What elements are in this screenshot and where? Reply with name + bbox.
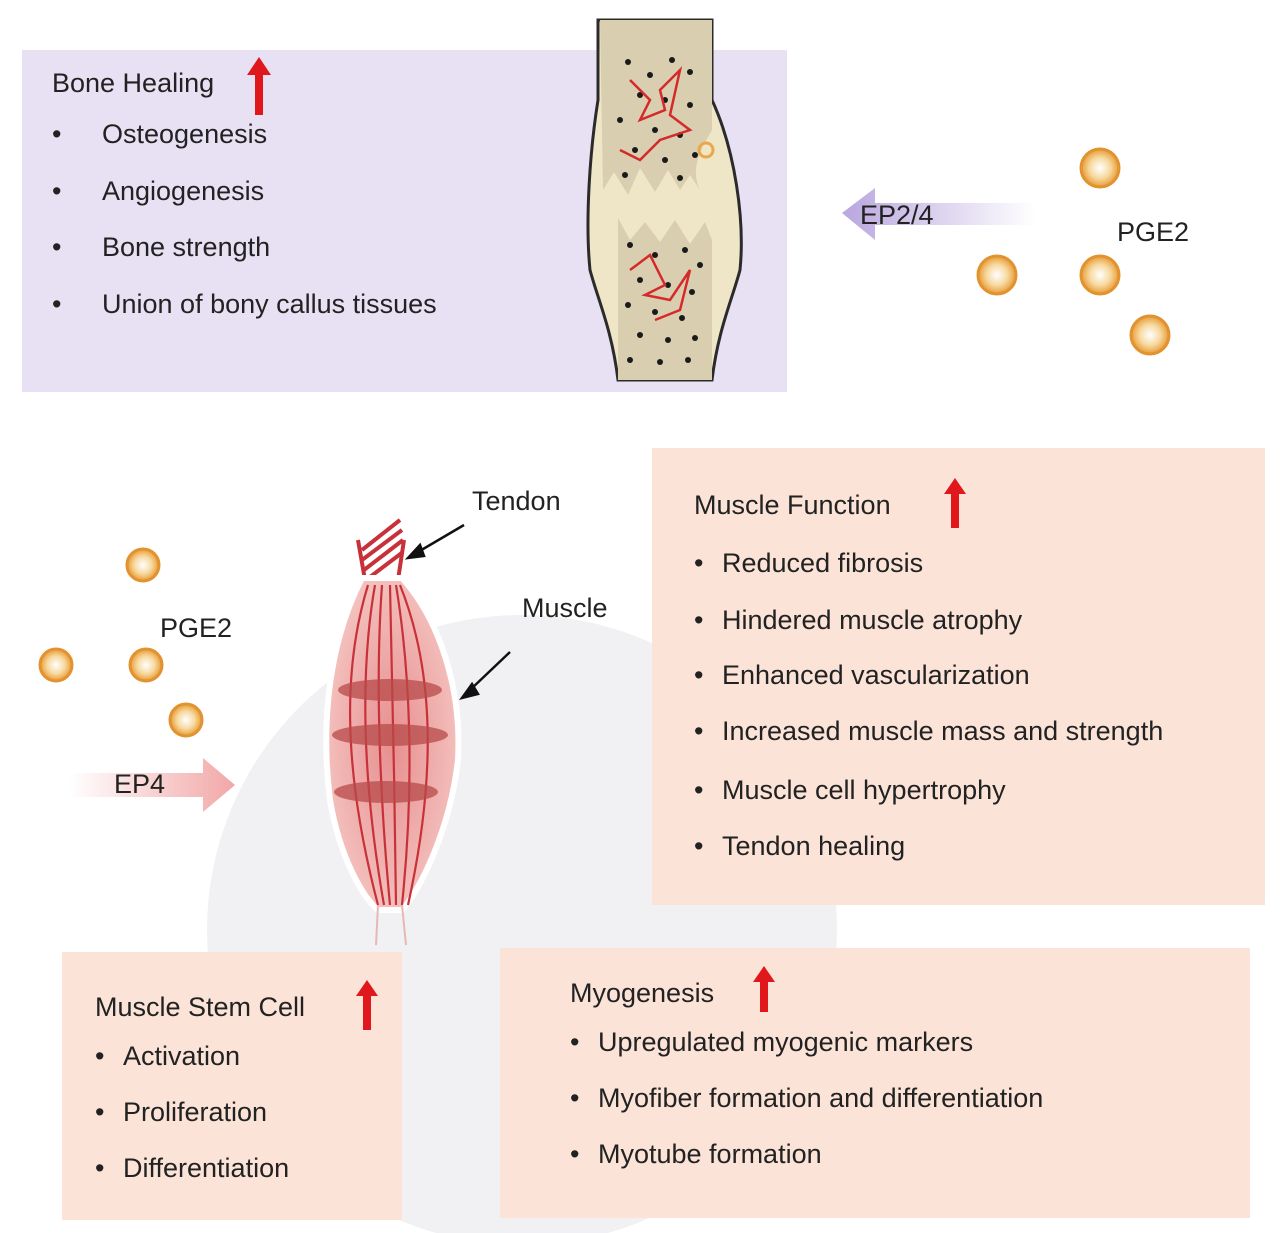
muscle-stem-cell-item: •Activation [95, 1041, 241, 1071]
ep24-arrow [842, 188, 1035, 240]
tendon-label: Tendon [472, 486, 561, 516]
ep4-label: EP4 [114, 769, 166, 799]
bone-healing-item: •Bone strength [52, 232, 271, 262]
myogenesis-item: •Myofiber formation and differentiation [570, 1083, 1044, 1113]
pge2-particles-top [976, 147, 1171, 356]
muscle-function-item: •Hindered muscle atrophy [694, 605, 1023, 635]
bone-healing-item: •Angiogenesis [52, 176, 265, 206]
muscle-stem-cell-item: •Differentiation [95, 1153, 290, 1183]
increase-arrows [247, 57, 966, 1030]
bone-healing-increase-icon [247, 57, 271, 115]
ep24-label: EP2/4 [860, 200, 934, 230]
pge2-particles-left [38, 547, 204, 738]
pge2-label-top: PGE2 [1117, 217, 1190, 247]
ep4-arrow [70, 758, 235, 812]
muscle-stem-cell-item: •Proliferation [95, 1097, 268, 1127]
muscle-function-item: •Increased muscle mass and strength [694, 716, 1164, 746]
bone-healing-item: •Osteogenesis [52, 119, 268, 149]
muscle-function-increase-icon [944, 478, 966, 528]
muscle-function-item: •Enhanced vascularization [694, 660, 1030, 690]
muscle-function-item: •Tendon healing [694, 831, 906, 861]
muscle-illustration [323, 518, 462, 946]
myogenesis-increase-icon [753, 966, 775, 1012]
bone-healing-item: •Union of bony callus tissues [52, 289, 437, 319]
myogenesis-item: •Myotube formation [570, 1139, 822, 1169]
muscle-function-item: •Reduced fibrosis [694, 548, 924, 578]
myogenesis-title: Myogenesis [570, 978, 715, 1008]
muscle-function-item: •Muscle cell hypertrophy [694, 775, 1006, 805]
muscle-label: Muscle [522, 593, 608, 623]
muscle-stem-cell-increase-icon [356, 980, 378, 1030]
muscle-pointer [459, 651, 511, 701]
tendon-pointer [404, 523, 465, 560]
pge2-label-left: PGE2 [160, 613, 233, 643]
muscle-stem-cell-panel [62, 952, 402, 1220]
muscle-function-title: Muscle Function [694, 490, 891, 520]
bone-healing-title: Bone Healing [52, 68, 215, 98]
myogenesis-item: •Upregulated myogenic markers [570, 1027, 974, 1057]
bone-illustration [586, 18, 743, 382]
myogenesis-panel [500, 948, 1250, 1218]
muscle-stem-cell-title: Muscle Stem Cell [95, 992, 306, 1022]
